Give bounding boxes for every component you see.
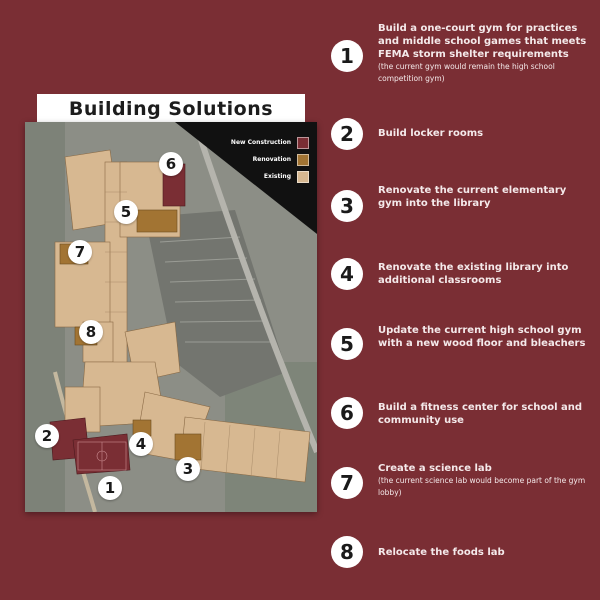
item-text: Build a one-court gym for practices and …: [378, 22, 593, 85]
parking-lot: [145, 210, 287, 397]
list-item: 2 Build locker rooms: [329, 118, 597, 152]
map-badge-4: 4: [129, 432, 153, 456]
item-text: Build a fitness center for school and co…: [378, 401, 593, 427]
list-item: 6 Build a fitness center for school and …: [329, 397, 597, 433]
site-plan-map: New Construction Renovation Existing 1 2…: [25, 122, 317, 512]
item-description: Build a fitness center for school and co…: [378, 402, 583, 426]
map-badge-1: 1: [98, 476, 122, 500]
legend-row-renovation: Renovation: [231, 151, 309, 168]
item-description: Renovate the current elementary gym into…: [378, 185, 567, 209]
page-title: Building Solutions: [68, 98, 274, 120]
map-legend: New Construction Renovation Existing: [231, 134, 309, 185]
legend-label: New Construction: [230, 139, 291, 146]
interior-walls: [105, 191, 281, 480]
list-item: 4 Renovate the existing library into add…: [329, 258, 597, 294]
item-description: Renovate the existing library into addit…: [378, 262, 569, 286]
legend-swatch-existing: [297, 170, 309, 183]
item-text: Renovate the existing library into addit…: [378, 261, 593, 287]
item-number-badge: 3: [331, 190, 363, 222]
list-item: 3 Renovate the current elementary gym in…: [329, 184, 597, 228]
map-badge-2: 2: [35, 424, 59, 448]
legend-swatch-renovation: [297, 153, 309, 166]
legend-row-existing: Existing: [231, 168, 309, 185]
parking-stripes: [159, 236, 273, 343]
map-badge-8: 8: [79, 320, 103, 344]
road: [192, 122, 317, 454]
item-number-badge: 1: [331, 40, 363, 72]
legend-row-new-construction: New Construction: [231, 134, 309, 151]
item-description: Create a science lab: [378, 463, 492, 474]
item-number-badge: 8: [331, 536, 363, 568]
item-description: Build a one-court gym for practices and …: [378, 23, 587, 60]
item-number-badge: 5: [331, 328, 363, 360]
map-badge-5: 5: [114, 200, 138, 224]
item-number-badge: 6: [331, 397, 363, 429]
legend-label: Existing: [263, 173, 291, 180]
item-description: Relocate the foods lab: [378, 547, 505, 558]
item-number-badge: 4: [331, 258, 363, 290]
legend-swatch-new-construction: [297, 136, 309, 149]
existing-building: [54, 149, 311, 483]
legend-triangle: [175, 122, 317, 234]
item-note: (the current science lab would become pa…: [378, 476, 586, 497]
item-text: Create a science lab (the current scienc…: [378, 462, 593, 499]
gym-court-markings: [77, 441, 127, 471]
list-item: 7 Create a science lab (the current scie…: [329, 460, 597, 504]
solutions-list: 1 Build a one-court gym for practices an…: [329, 0, 597, 600]
item-note: (the current gym would remain the high s…: [378, 62, 555, 83]
map-badge-6: 6: [159, 152, 183, 176]
item-number-badge: 2: [331, 118, 363, 150]
list-item: 1 Build a one-court gym for practices an…: [329, 20, 597, 105]
item-number-badge: 7: [331, 467, 363, 499]
list-item: 8 Relocate the foods lab: [329, 536, 597, 572]
title-banner: Building Solutions: [37, 94, 305, 124]
item-text: Renovate the current elementary gym into…: [378, 184, 593, 210]
list-item: 5 Update the current high school gym wit…: [329, 322, 597, 366]
map-badge-7: 7: [68, 240, 92, 264]
site-plan-drawing: [25, 122, 317, 512]
item-description: Build locker rooms: [378, 128, 484, 139]
map-badge-3: 3: [176, 457, 200, 481]
item-text: Build locker rooms: [378, 127, 593, 140]
item-text: Relocate the foods lab: [378, 546, 593, 559]
item-text: Update the current high school gym with …: [378, 324, 593, 350]
legend-label: Renovation: [252, 156, 291, 163]
item-description: Update the current high school gym with …: [378, 325, 586, 349]
